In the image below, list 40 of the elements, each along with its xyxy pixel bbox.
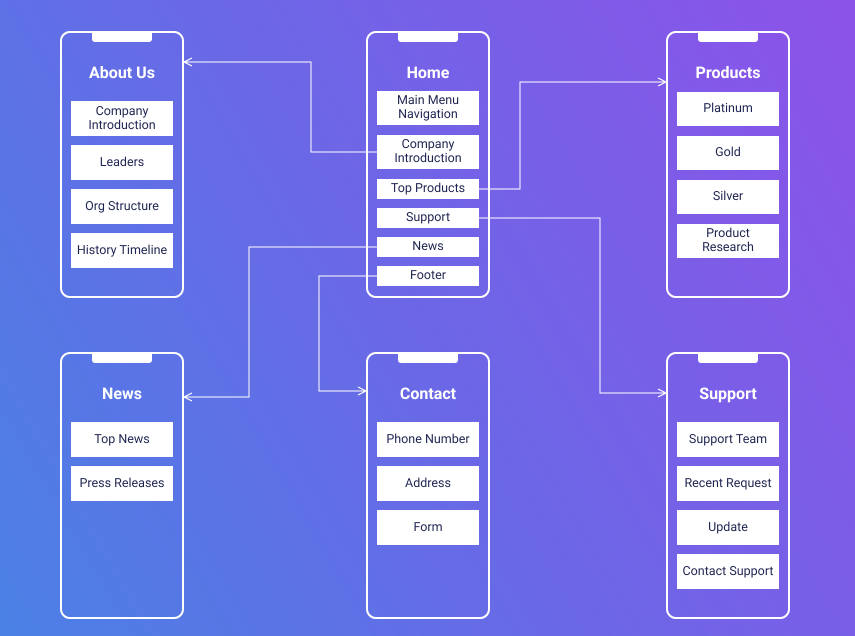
phone-frame (366, 31, 490, 298)
menu-item: History Timeline (71, 233, 173, 268)
connector-arrow (318, 276, 378, 396)
connector-arrow (478, 77, 667, 190)
menu-item: Gold (677, 136, 779, 170)
menu-item: Company Introduction (377, 135, 479, 169)
phone-frame (666, 352, 790, 619)
connector-arrow (183, 57, 378, 152)
menu-item: Address (377, 466, 479, 501)
menu-item: Support (377, 208, 479, 228)
menu-item: Company Introduction (71, 101, 173, 136)
screen-title: Support (698, 384, 758, 404)
screen-title: News (101, 384, 143, 404)
menu-item: Top News (71, 422, 173, 457)
menu-item: Press Releases (71, 466, 173, 501)
menu-item: Footer (377, 266, 479, 286)
connector-arrow (478, 218, 667, 398)
menu-item: Update (677, 510, 779, 545)
menu-item: Main Menu Navigation (377, 91, 479, 125)
menu-item: Leaders (71, 145, 173, 180)
screen-title: About Us (88, 63, 156, 83)
menu-item: Silver (677, 180, 779, 214)
screen-title: Products (694, 63, 762, 83)
menu-item: Contact Support (677, 554, 779, 589)
screen-title: Home (406, 63, 450, 83)
menu-item: Org Structure (71, 189, 173, 224)
menu-item: News (377, 237, 479, 257)
menu-item: Recent Request (677, 466, 779, 501)
phone-frame (666, 31, 790, 298)
menu-item: Top Products (377, 179, 479, 199)
menu-item: Product Research (677, 224, 779, 258)
menu-item: Phone Number (377, 422, 479, 457)
menu-item: Platinum (677, 92, 779, 126)
phone-frame (366, 352, 490, 619)
menu-item: Support Team (677, 422, 779, 457)
screen-title: Contact (398, 384, 458, 404)
phone-frame (60, 31, 184, 298)
menu-item: Form (377, 510, 479, 545)
phone-frame (60, 352, 184, 619)
connector-arrow (183, 246, 378, 402)
